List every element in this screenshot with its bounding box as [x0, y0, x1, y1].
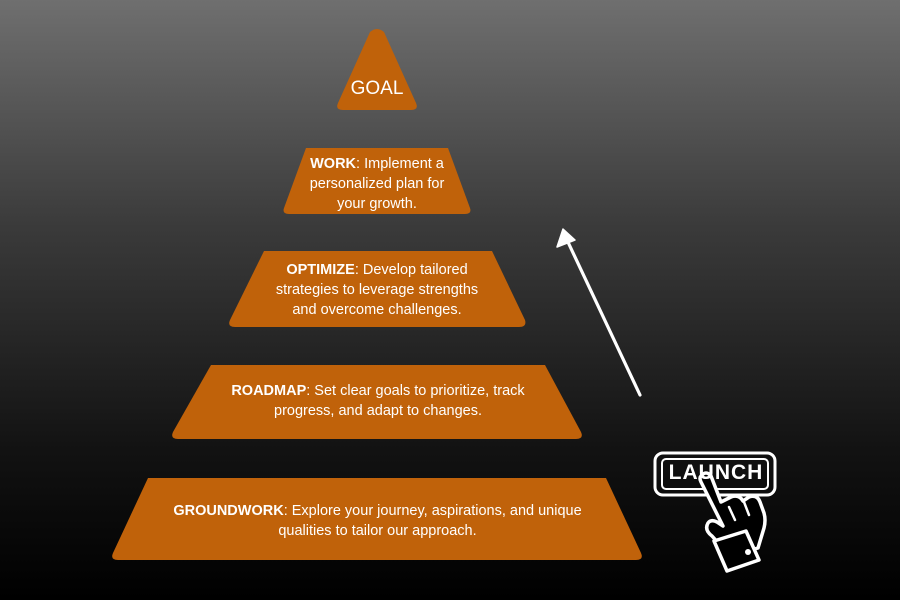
tier-roadmap-title: ROADMAP	[231, 383, 307, 399]
tier-optimize-text: OPTIMIZE: Develop tailored strategies to…	[262, 260, 492, 320]
tier-groundwork-title: GROUNDWORK	[173, 503, 284, 519]
tier-roadmap-text: ROADMAP: Set clear goals to prioritize, …	[216, 381, 540, 421]
goal-label: GOAL	[350, 78, 404, 99]
tier-roadmap-shape	[172, 365, 582, 439]
tier-groundwork-description: : Explore your journey, aspirations, and…	[278, 503, 582, 539]
cuff-button-icon	[745, 549, 751, 555]
tier-groundwork-text: GROUNDWORK: Explore your journey, aspira…	[150, 501, 605, 541]
tier-work-description: : Implement a personalized plan for your…	[309, 156, 445, 212]
tier-optimize-description: : Develop tailored strategies to leverag…	[275, 262, 479, 318]
up-arrow-icon	[556, 228, 642, 397]
tier-work-shape	[283, 148, 471, 214]
tier-work-title: WORK	[310, 156, 357, 172]
tier-optimize-title: OPTIMIZE	[286, 262, 355, 278]
tier-groundwork-shape	[112, 478, 642, 560]
launch-button-label: LAUNCH	[668, 461, 764, 484]
tier-work-text: WORK: Implement a personalized plan for …	[296, 154, 458, 214]
tier-optimize-shape	[229, 251, 526, 327]
goal-triangle	[337, 29, 417, 110]
pointing-hand-icon	[698, 471, 767, 573]
tier-roadmap-description: : Set clear goals to prioritize, track p…	[274, 383, 525, 419]
